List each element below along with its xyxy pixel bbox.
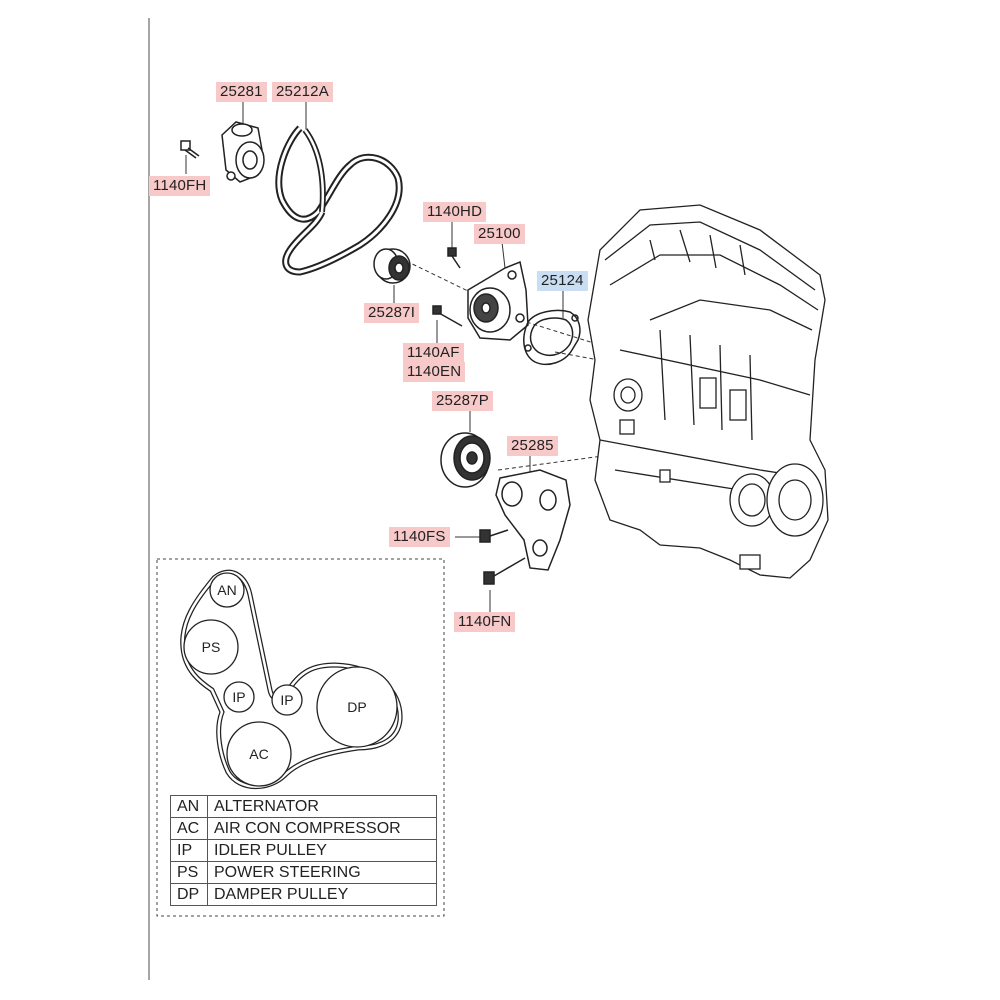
callout-25287p[interactable]: 25287P	[432, 391, 493, 411]
engine-block	[587, 204, 829, 579]
pulley-label-ip1: IP	[232, 689, 245, 705]
legend-name: IDLER PULLEY	[207, 839, 437, 862]
pulley-label-ps: PS	[202, 639, 221, 655]
callout-1140fh[interactable]: 1140FH	[149, 176, 211, 196]
bolt-1140fh	[180, 140, 200, 159]
callout-1140en[interactable]: 1140EN	[403, 362, 466, 382]
legend-code: IP	[170, 839, 208, 862]
pulley-an	[209, 572, 245, 608]
callout-1140af[interactable]: 1140AF	[403, 343, 464, 363]
legend-code: AC	[170, 817, 208, 840]
callout-25287i[interactable]: 25287I	[364, 303, 420, 323]
callout-1140hd[interactable]: 1140HD	[423, 202, 487, 222]
legend-row: DP DAMPER PULLEY	[170, 883, 437, 906]
callout-25212a[interactable]: 25212A	[272, 82, 333, 102]
callout-25124[interactable]: 25124	[537, 271, 588, 291]
belt-routing-frame	[156, 558, 445, 917]
gasket	[523, 309, 581, 366]
legend-name: DAMPER PULLEY	[207, 883, 437, 906]
pulley-ip1	[223, 681, 255, 713]
idler-pulley	[373, 248, 411, 284]
water-pump	[467, 260, 529, 341]
pulley-label-dp: DP	[347, 699, 366, 715]
pulley-label-ac: AC	[249, 746, 268, 762]
callout-25285[interactable]: 25285	[507, 436, 558, 456]
legend-code: AN	[170, 795, 208, 818]
pulley-dp	[316, 666, 398, 748]
legend-row: AC AIR CON COMPRESSOR	[170, 817, 437, 840]
damper-pulley	[440, 432, 491, 488]
legend-row: AN ALTERNATOR	[170, 795, 437, 818]
legend-code: PS	[170, 861, 208, 884]
bolt-1140hd	[447, 247, 461, 269]
legend-table: AN ALTERNATOR AC AIR CON COMPRESSOR IP I…	[170, 795, 437, 906]
legend-name: ALTERNATOR	[207, 795, 437, 818]
pulley-ac	[226, 721, 292, 787]
bolt-1140fn	[483, 557, 526, 585]
pulley-label-an: AN	[217, 582, 236, 598]
bolt-1140fs	[479, 529, 509, 543]
pulley-ps	[183, 619, 239, 675]
leader-lines	[185, 102, 611, 612]
legend-row: PS POWER STEERING	[170, 861, 437, 884]
routing-pulleys	[183, 572, 398, 787]
callout-25100[interactable]: 25100	[474, 224, 525, 244]
legend-name: POWER STEERING	[207, 861, 437, 884]
tensioner-assembly	[221, 121, 265, 183]
drive-belt	[275, 125, 403, 276]
callout-1140fn[interactable]: 1140FN	[454, 612, 516, 632]
callout-25281[interactable]: 25281	[216, 82, 267, 102]
pulley-ip2	[271, 684, 303, 716]
legend-code: DP	[170, 883, 208, 906]
callout-1140fs[interactable]: 1140FS	[389, 527, 450, 547]
pulley-label-ip2: IP	[280, 692, 293, 708]
routing-pulley-labels: AN PS IP IP DP AC	[202, 582, 367, 762]
mounting-bracket	[495, 469, 571, 571]
bolt-1140af	[432, 305, 463, 327]
legend-name: AIR CON COMPRESSOR	[207, 817, 437, 840]
legend-row: IP IDLER PULLEY	[170, 839, 437, 862]
